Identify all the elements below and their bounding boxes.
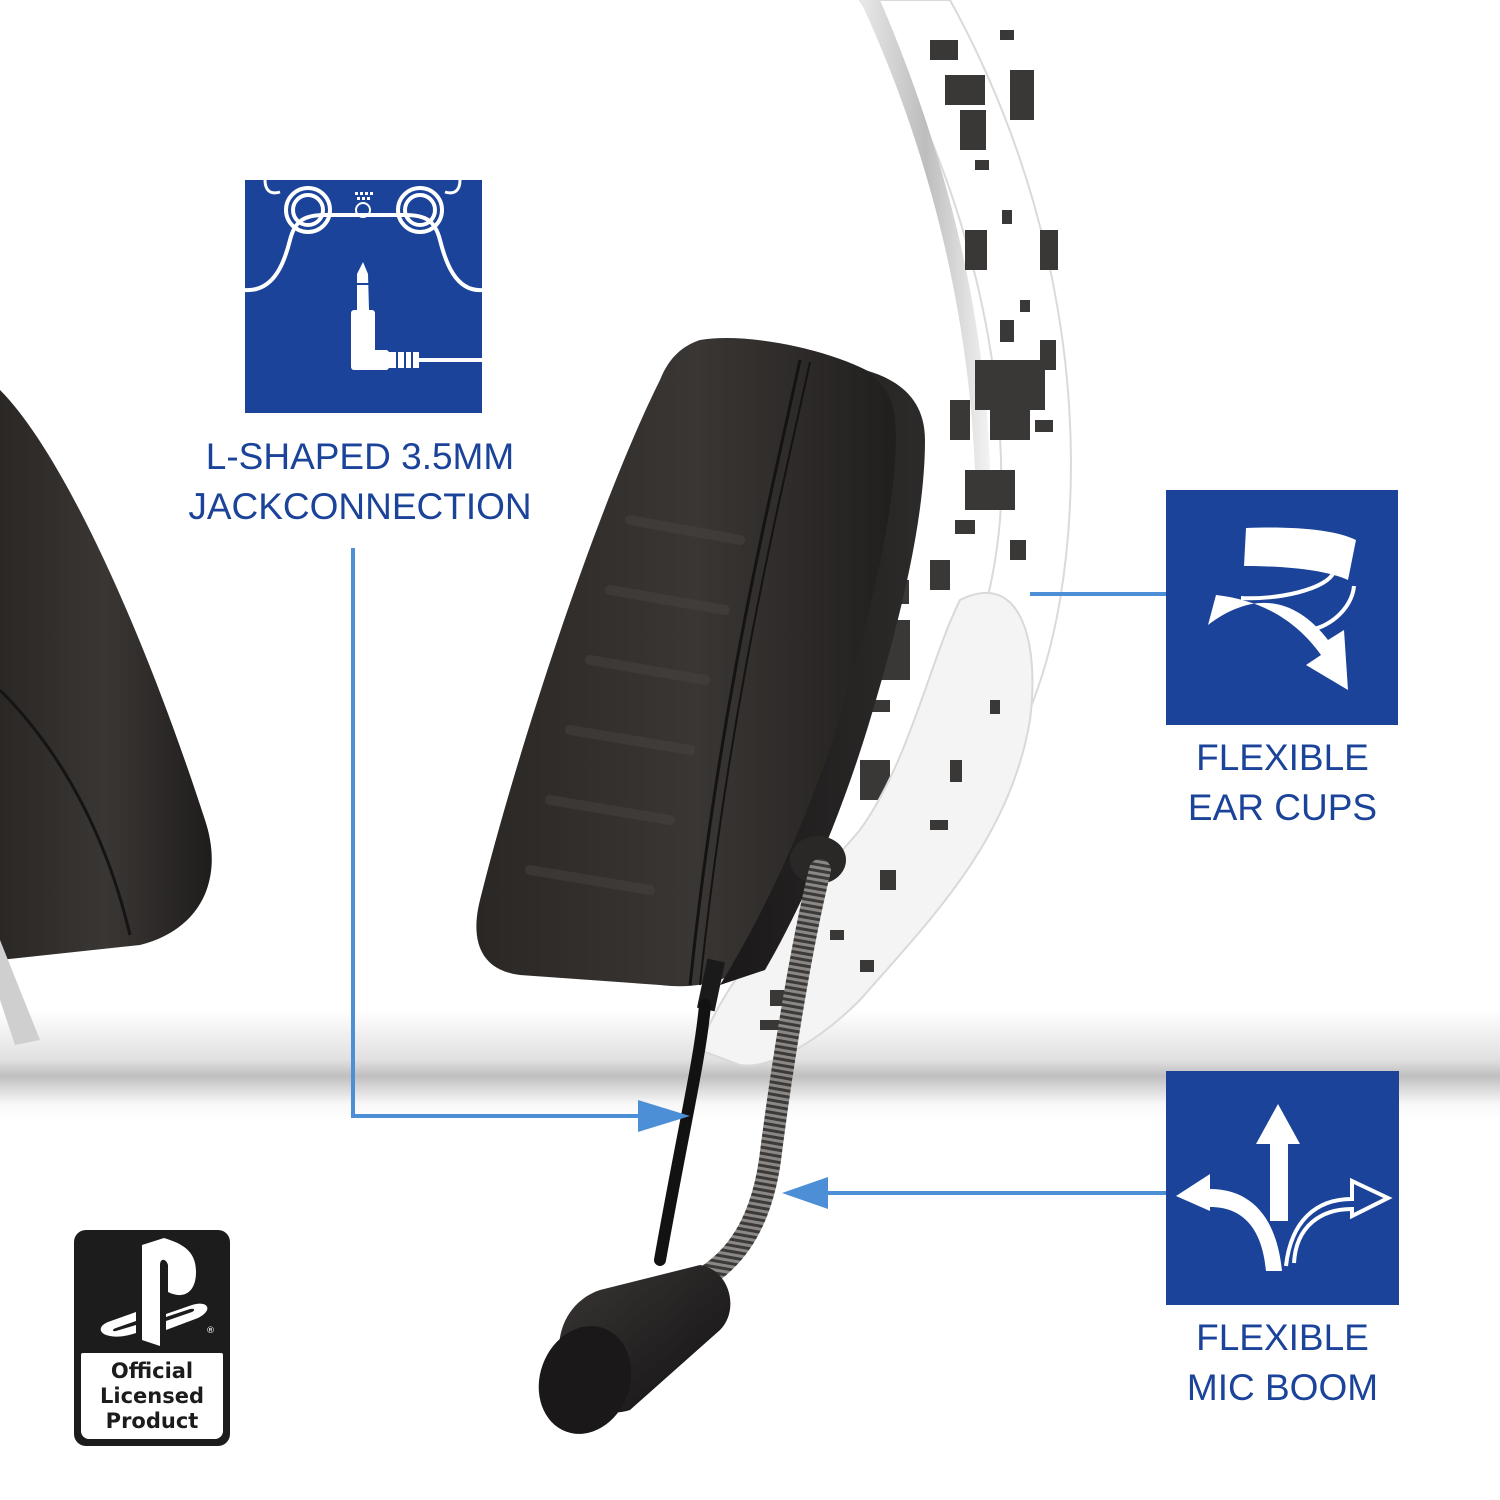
audio-cable bbox=[654, 958, 726, 1266]
twisting-arrow-icon bbox=[1208, 527, 1356, 690]
feature-label-mic-boom-line2: MIC BOOM bbox=[1186, 1367, 1379, 1408]
feature-icon-box-jack bbox=[244, 179, 483, 413]
mic-boom bbox=[538, 836, 846, 1434]
feature-icon-box-ear-cups bbox=[1166, 490, 1398, 725]
feature-label-ear-cups-line1: FLEXIBLE bbox=[1196, 737, 1369, 778]
feature-label-jack: L-SHAPED 3.5MM JACKCONNECTION bbox=[170, 432, 550, 532]
feature-label-jack-line2: JACKCONNECTION bbox=[188, 486, 532, 527]
official-licensed-product-badge: ® Official Licensed Product bbox=[74, 1230, 230, 1446]
three-way-arrows-icon bbox=[1176, 1104, 1393, 1271]
feature-label-ear-cups: FLEXIBLE EAR CUPS bbox=[1130, 733, 1435, 833]
callout-lines bbox=[351, 548, 1166, 1209]
badge-text-area: Official Licensed Product bbox=[81, 1353, 223, 1439]
left-ear-cup bbox=[0, 390, 212, 1045]
feature-icon-box-mic-boom bbox=[1166, 1071, 1399, 1305]
badge-line-official: Official bbox=[110, 1359, 194, 1383]
registered-mark: ® bbox=[206, 1326, 215, 1336]
feature-label-ear-cups-line2: EAR CUPS bbox=[1187, 787, 1378, 828]
badge-line-product: Product bbox=[105, 1409, 199, 1433]
controller-with-l-shaped-jack-icon bbox=[244, 179, 483, 370]
feature-label-jack-line1: L-SHAPED 3.5MM bbox=[205, 436, 515, 477]
playstation-logo-icon: ® bbox=[100, 1238, 215, 1346]
feature-label-mic-boom-line1: FLEXIBLE bbox=[1196, 1317, 1369, 1358]
badge-line-licensed: Licensed bbox=[100, 1384, 204, 1408]
feature-label-mic-boom: FLEXIBLE MIC BOOM bbox=[1130, 1313, 1435, 1413]
right-ear-cup bbox=[476, 338, 925, 987]
badge-text: Official Licensed Product bbox=[81, 1359, 223, 1434]
